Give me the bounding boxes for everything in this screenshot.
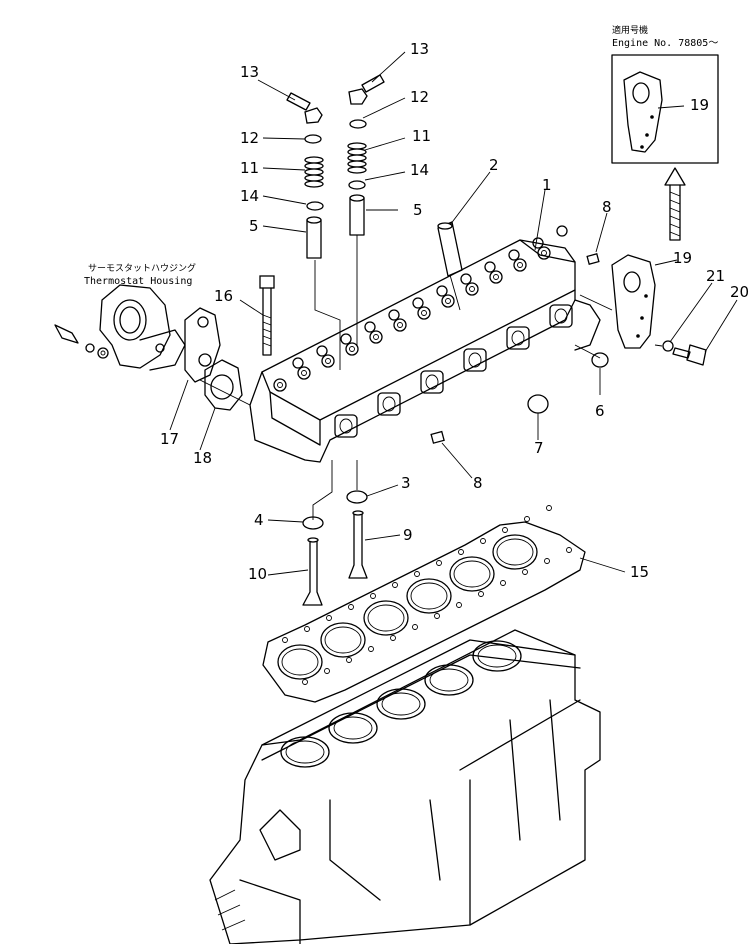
callout-11b: 11 (412, 127, 432, 145)
valve-train-right (347, 74, 385, 236)
valve-guide-2 (437, 221, 463, 277)
callout-17: 17 (160, 430, 180, 448)
callout-9: 9 (403, 526, 413, 544)
head-bolt (259, 275, 275, 356)
replacement-arrow (664, 167, 686, 241)
valve-train-left (286, 92, 324, 259)
callout-5a: 5 (249, 217, 259, 235)
callout-14b: 14 (410, 161, 430, 179)
callout-12a: 12 (240, 129, 260, 147)
engine-block (209, 629, 601, 944)
bolt-20 (662, 340, 707, 366)
callout-7: 7 (534, 439, 544, 457)
callout-15: 15 (630, 563, 650, 581)
lifting-eye-lower (611, 254, 656, 349)
thermostat-housing-label: Thermostat Housing (84, 276, 193, 287)
callout-11a: 11 (240, 159, 260, 177)
engine-no-japanese: 適用号機 (612, 26, 649, 36)
callout-16: 16 (214, 287, 234, 305)
callout-3: 3 (401, 474, 411, 492)
callout-4: 4 (254, 511, 264, 529)
callout-6: 6 (595, 402, 605, 420)
callout-2: 2 (489, 156, 499, 174)
engine-no-box (611, 54, 719, 164)
callout-8b: 8 (473, 474, 483, 492)
callout-20: 20 (730, 283, 750, 301)
thermostat-housing (54, 284, 186, 371)
callout-19b: 19 (673, 249, 693, 267)
head-gasket (262, 505, 586, 703)
callout-1: 1 (542, 176, 552, 194)
engine-no-label: Engine No. 78805～ (612, 38, 719, 49)
thermostat-housing-japanese: サーモスタットハウジング (88, 264, 197, 274)
callout-13a: 13 (240, 63, 260, 81)
callout-13b: 13 (410, 40, 430, 58)
callout-21: 21 (706, 267, 726, 285)
callout-19a: 19 (690, 96, 710, 114)
callout-18: 18 (193, 449, 213, 467)
callout-5b: 5 (413, 201, 423, 219)
leader-lines (169, 51, 738, 576)
callout-8a: 8 (602, 198, 612, 216)
callout-10: 10 (248, 565, 268, 583)
valves-lower (302, 490, 368, 606)
assembly-lines (199, 235, 663, 520)
callout-12b: 12 (410, 88, 430, 106)
callout-14a: 14 (240, 187, 260, 205)
thermostat-gaskets (184, 307, 243, 411)
cylinder-head (249, 225, 601, 463)
plugs (430, 253, 609, 444)
